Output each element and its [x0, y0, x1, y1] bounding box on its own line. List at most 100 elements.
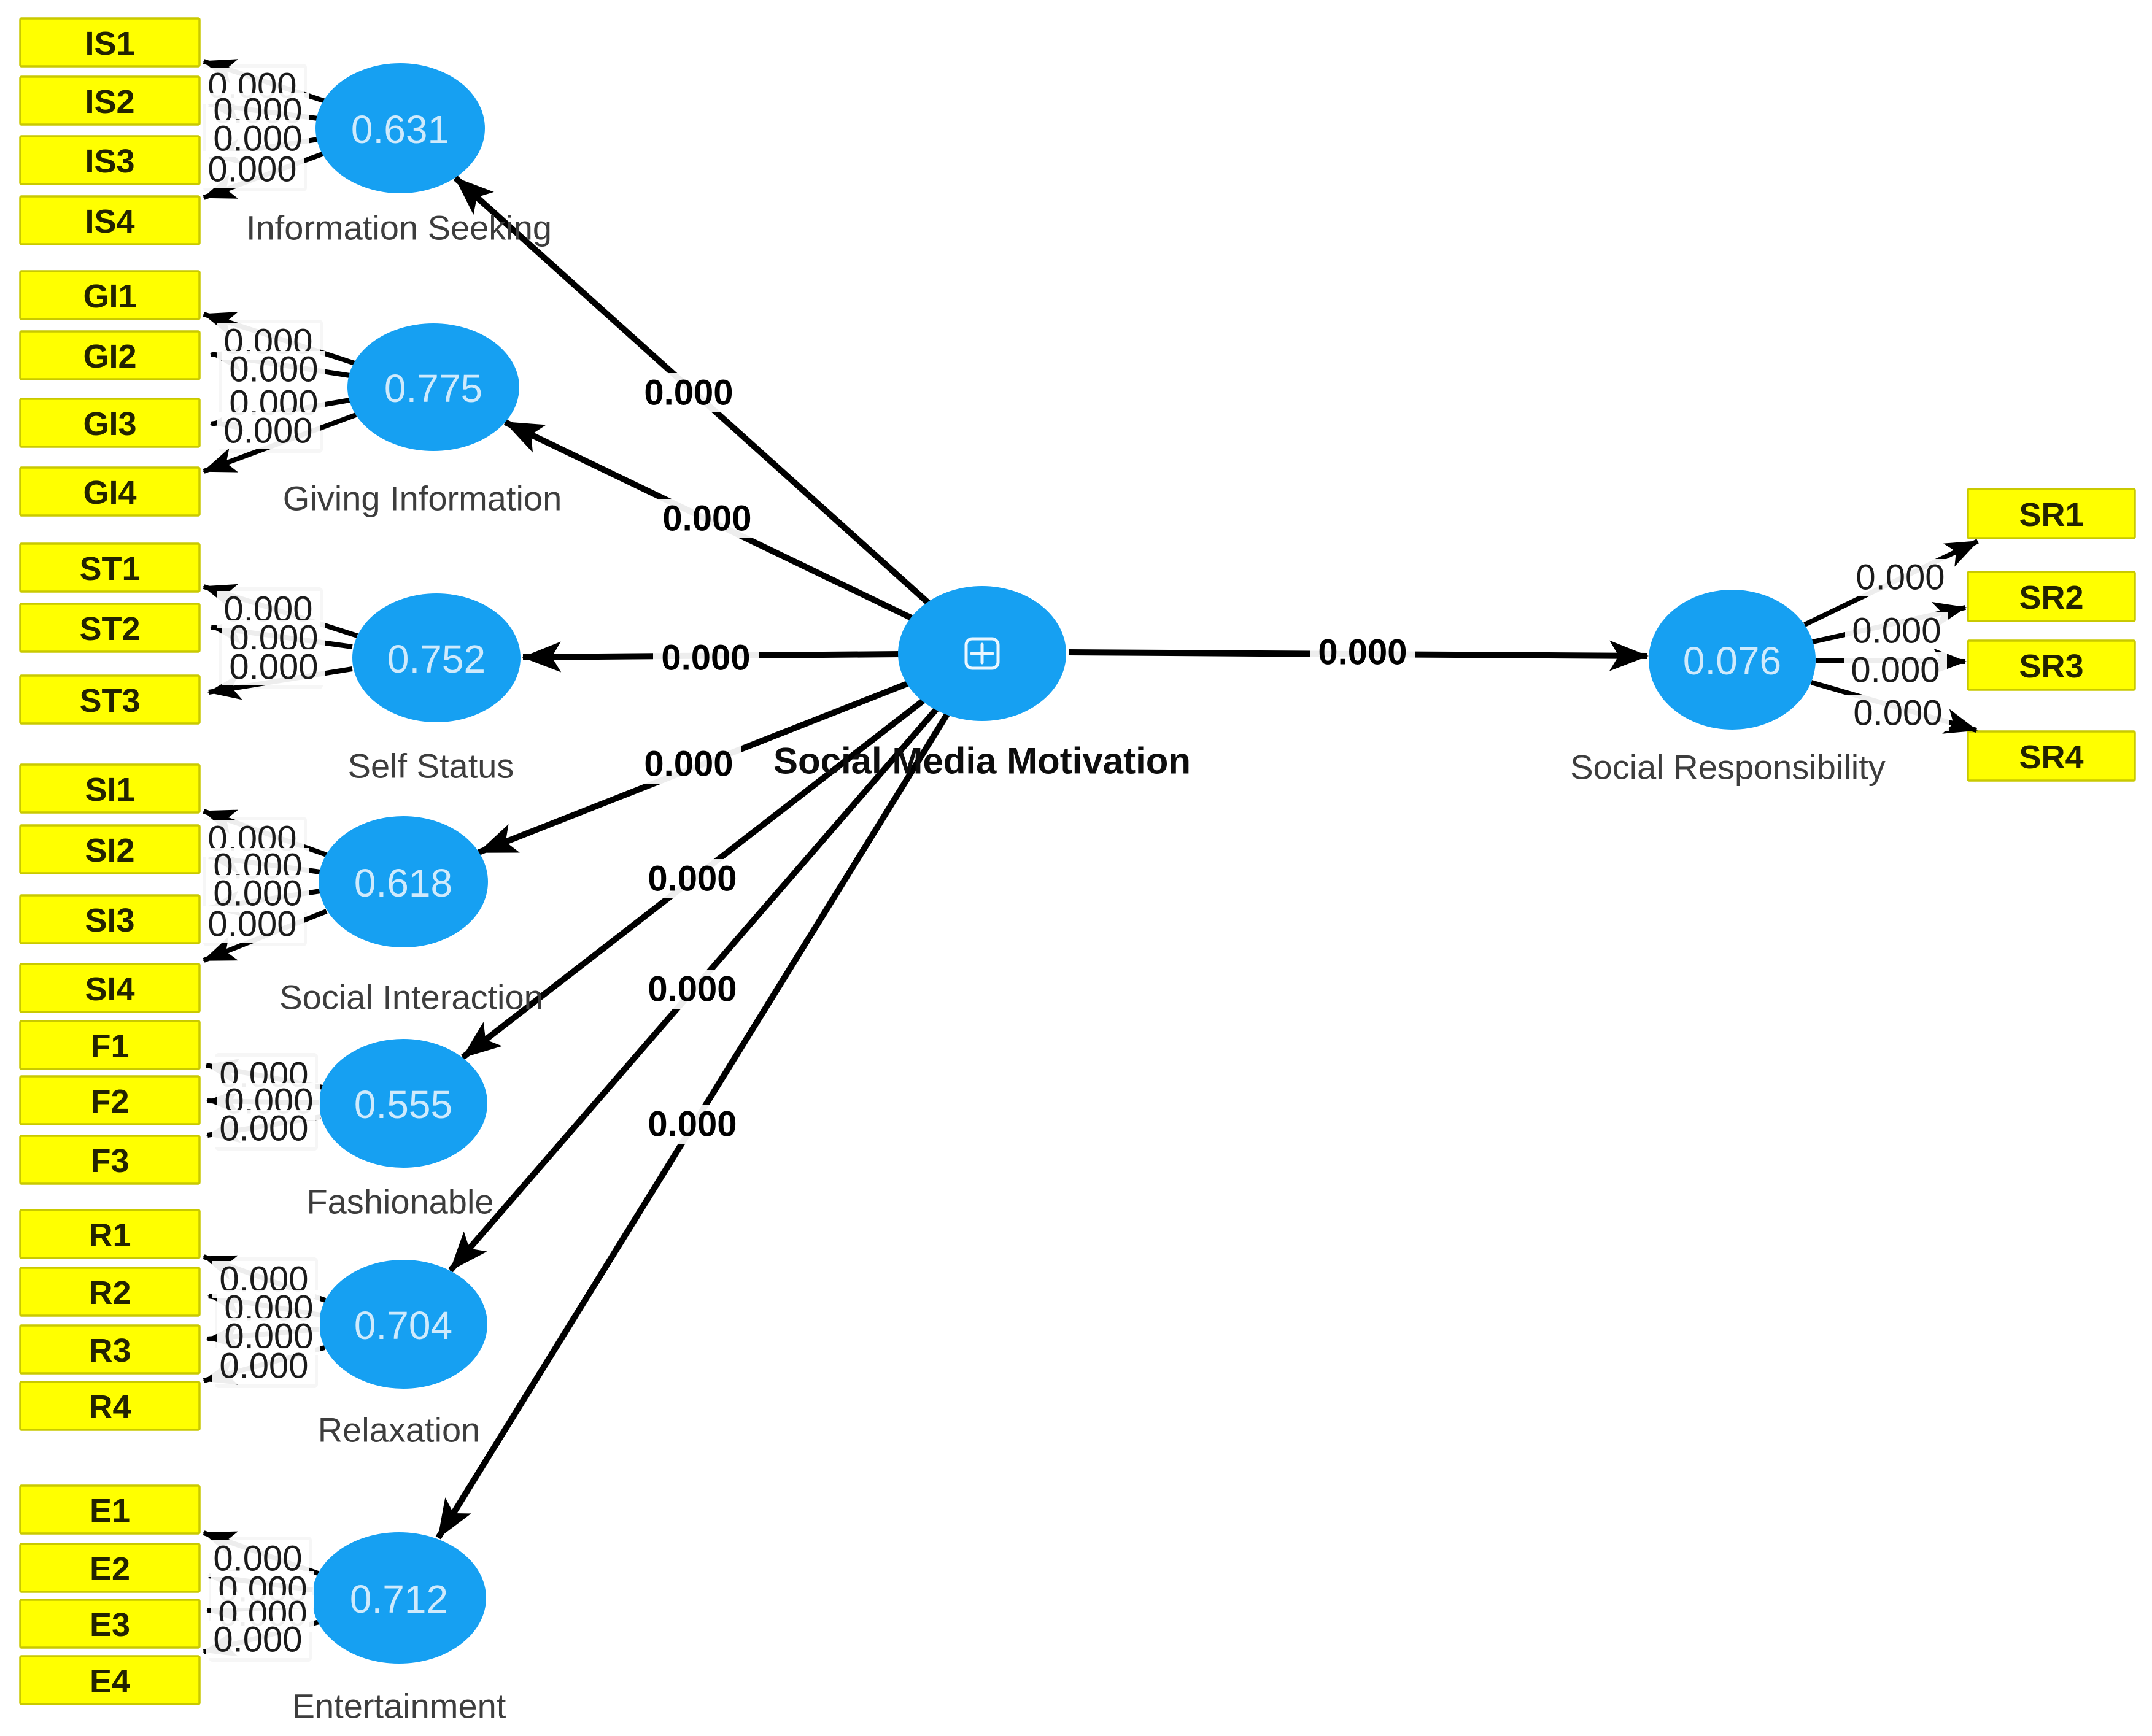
indicator-box-E1[interactable]	[19, 1484, 201, 1535]
indicator-box-SR3[interactable]	[1967, 639, 2136, 691]
indicator-label-F3: F3	[90, 1143, 129, 1179]
indicator-label-SI3: SI3	[85, 902, 134, 939]
path-coefficient-SMM-ST: 0.000	[661, 638, 750, 678]
indicator-label-SI2: SI2	[85, 832, 134, 869]
loading-label-bg	[201, 906, 304, 943]
loading-label-bg	[1845, 612, 1948, 649]
indicator-label-R4: R4	[88, 1389, 131, 1425]
loading-value-SI-4: 0.000	[207, 905, 296, 944]
path-coefficient-SMM-E: 0.000	[648, 1105, 737, 1144]
indicator-label-R2: R2	[88, 1275, 131, 1311]
construct-value-F: 0.555	[354, 1082, 452, 1127]
path-label-bg	[654, 499, 760, 538]
indicator-label-E2: E2	[90, 1551, 130, 1587]
path-coefficient-SMM-R: 0.000	[648, 970, 737, 1009]
indicator-label-E3: E3	[90, 1607, 130, 1643]
indicator-box-SR1[interactable]	[1967, 488, 2136, 539]
loading-value-ST-3: 0.000	[229, 647, 318, 687]
path-label-bg	[1310, 633, 1415, 672]
construct-value-R: 0.704	[354, 1303, 452, 1348]
construct-node-SI[interactable]	[319, 816, 488, 947]
indicator-box-E3[interactable]	[19, 1599, 201, 1649]
indicator-box-GI2[interactable]	[19, 330, 201, 380]
indicator-box-R1[interactable]	[19, 1209, 201, 1259]
indicator-box-IS1[interactable]	[19, 17, 201, 68]
construct-node-SR[interactable]	[1649, 590, 1816, 730]
indicator-box-GI4[interactable]	[19, 466, 201, 517]
indicator-label-SR4: SR4	[2019, 739, 2083, 776]
loading-label-bg	[1849, 559, 1952, 596]
indicator-box-SI3[interactable]	[19, 894, 201, 944]
indicator-box-IS3[interactable]	[19, 135, 201, 185]
indicator-box-ST3[interactable]	[19, 674, 201, 725]
indicator-box-R2[interactable]	[19, 1267, 201, 1317]
indicator-box-E4[interactable]	[19, 1655, 201, 1705]
indicator-label-SI1: SI1	[85, 771, 134, 808]
indicator-label-IS2: IS2	[85, 83, 134, 120]
indicator-box-IS4[interactable]	[19, 195, 201, 245]
path-coefficient-SMM-SI: 0.000	[644, 744, 733, 784]
construct-value-ST: 0.752	[387, 637, 486, 681]
indicator-label-F1: F1	[90, 1028, 129, 1065]
construct-node-F[interactable]	[319, 1039, 487, 1168]
indicator-label-GI4: GI4	[83, 474, 136, 511]
loading-label-bg	[206, 1621, 309, 1658]
indicator-box-F1[interactable]	[19, 1020, 201, 1070]
indicator-box-SR2[interactable]	[1967, 571, 2136, 622]
loading-value-SR-1: 0.000	[1856, 558, 1945, 598]
indicator-box-R3[interactable]	[19, 1324, 201, 1375]
construct-node-GI[interactable]	[347, 323, 519, 451]
loading-label-bg	[217, 412, 320, 449]
indicator-box-GI1[interactable]	[19, 270, 201, 320]
path-label-bg	[636, 744, 741, 784]
indicator-label-GI1: GI1	[83, 278, 136, 315]
loading-label-bg	[222, 649, 325, 685]
construct-label-GI: Giving Information	[283, 479, 562, 518]
indicator-label-GI3: GI3	[83, 406, 136, 442]
loading-value-F-3: 0.000	[219, 1109, 308, 1149]
construct-node-R[interactable]	[319, 1260, 487, 1389]
indicator-box-F3[interactable]	[19, 1135, 201, 1185]
indicator-label-IS3: IS3	[85, 143, 134, 180]
construct-label-R: Relaxation	[318, 1411, 481, 1449]
indicator-box-R4[interactable]	[19, 1381, 201, 1431]
construct-node-ST[interactable]	[352, 593, 521, 722]
indicator-box-F2[interactable]	[19, 1075, 201, 1125]
indicator-box-GI3[interactable]	[19, 398, 201, 448]
path-coefficient-SMM-SR: 0.000	[1318, 633, 1407, 673]
loading-value-SR-2: 0.000	[1852, 611, 1941, 651]
indicator-box-ST2[interactable]	[19, 603, 201, 653]
indicator-label-IS1: IS1	[85, 25, 134, 62]
loading-label-bg	[212, 1348, 315, 1384]
loading-value-SR-4: 0.000	[1853, 693, 1942, 733]
loading-value-GI-4: 0.000	[223, 411, 312, 451]
indicator-box-SI1[interactable]	[19, 763, 201, 814]
construct-label-IS: Information Seeking	[246, 209, 552, 247]
loading-value-R-4: 0.000	[219, 1346, 308, 1386]
construct-label-SR: Social Responsibility	[1570, 748, 1886, 787]
indicator-box-IS2[interactable]	[19, 75, 201, 126]
indicator-label-R3: R3	[88, 1332, 131, 1369]
construct-label-E: Entertainment	[292, 1687, 506, 1726]
indicator-box-SI2[interactable]	[19, 824, 201, 874]
indicator-label-E4: E4	[90, 1663, 130, 1700]
indicator-box-SR4[interactable]	[1967, 730, 2136, 782]
path-coefficient-SMM-F: 0.000	[648, 859, 737, 899]
path-label-bg	[636, 373, 741, 412]
construct-node-E[interactable]	[312, 1532, 486, 1664]
construct-node-IS[interactable]	[315, 63, 485, 193]
indicator-box-ST1[interactable]	[19, 542, 201, 593]
construct-label-SI: Social Interaction	[279, 978, 543, 1017]
indicator-label-R1: R1	[88, 1217, 131, 1254]
path-label-bg	[640, 859, 745, 898]
indicator-box-SI4[interactable]	[19, 963, 201, 1013]
construct-value-IS: 0.631	[351, 107, 449, 152]
expand-plus-icon[interactable]	[964, 637, 1000, 670]
path-label-bg	[640, 970, 745, 1009]
construct-label-ST: Self Status	[348, 747, 514, 785]
path-coefficient-SMM-IS: 0.000	[644, 373, 733, 413]
construct-label-SMM: Social Media Motivation	[773, 741, 1191, 782]
indicator-label-F2: F2	[90, 1083, 129, 1120]
indicator-box-E2[interactable]	[19, 1543, 201, 1593]
